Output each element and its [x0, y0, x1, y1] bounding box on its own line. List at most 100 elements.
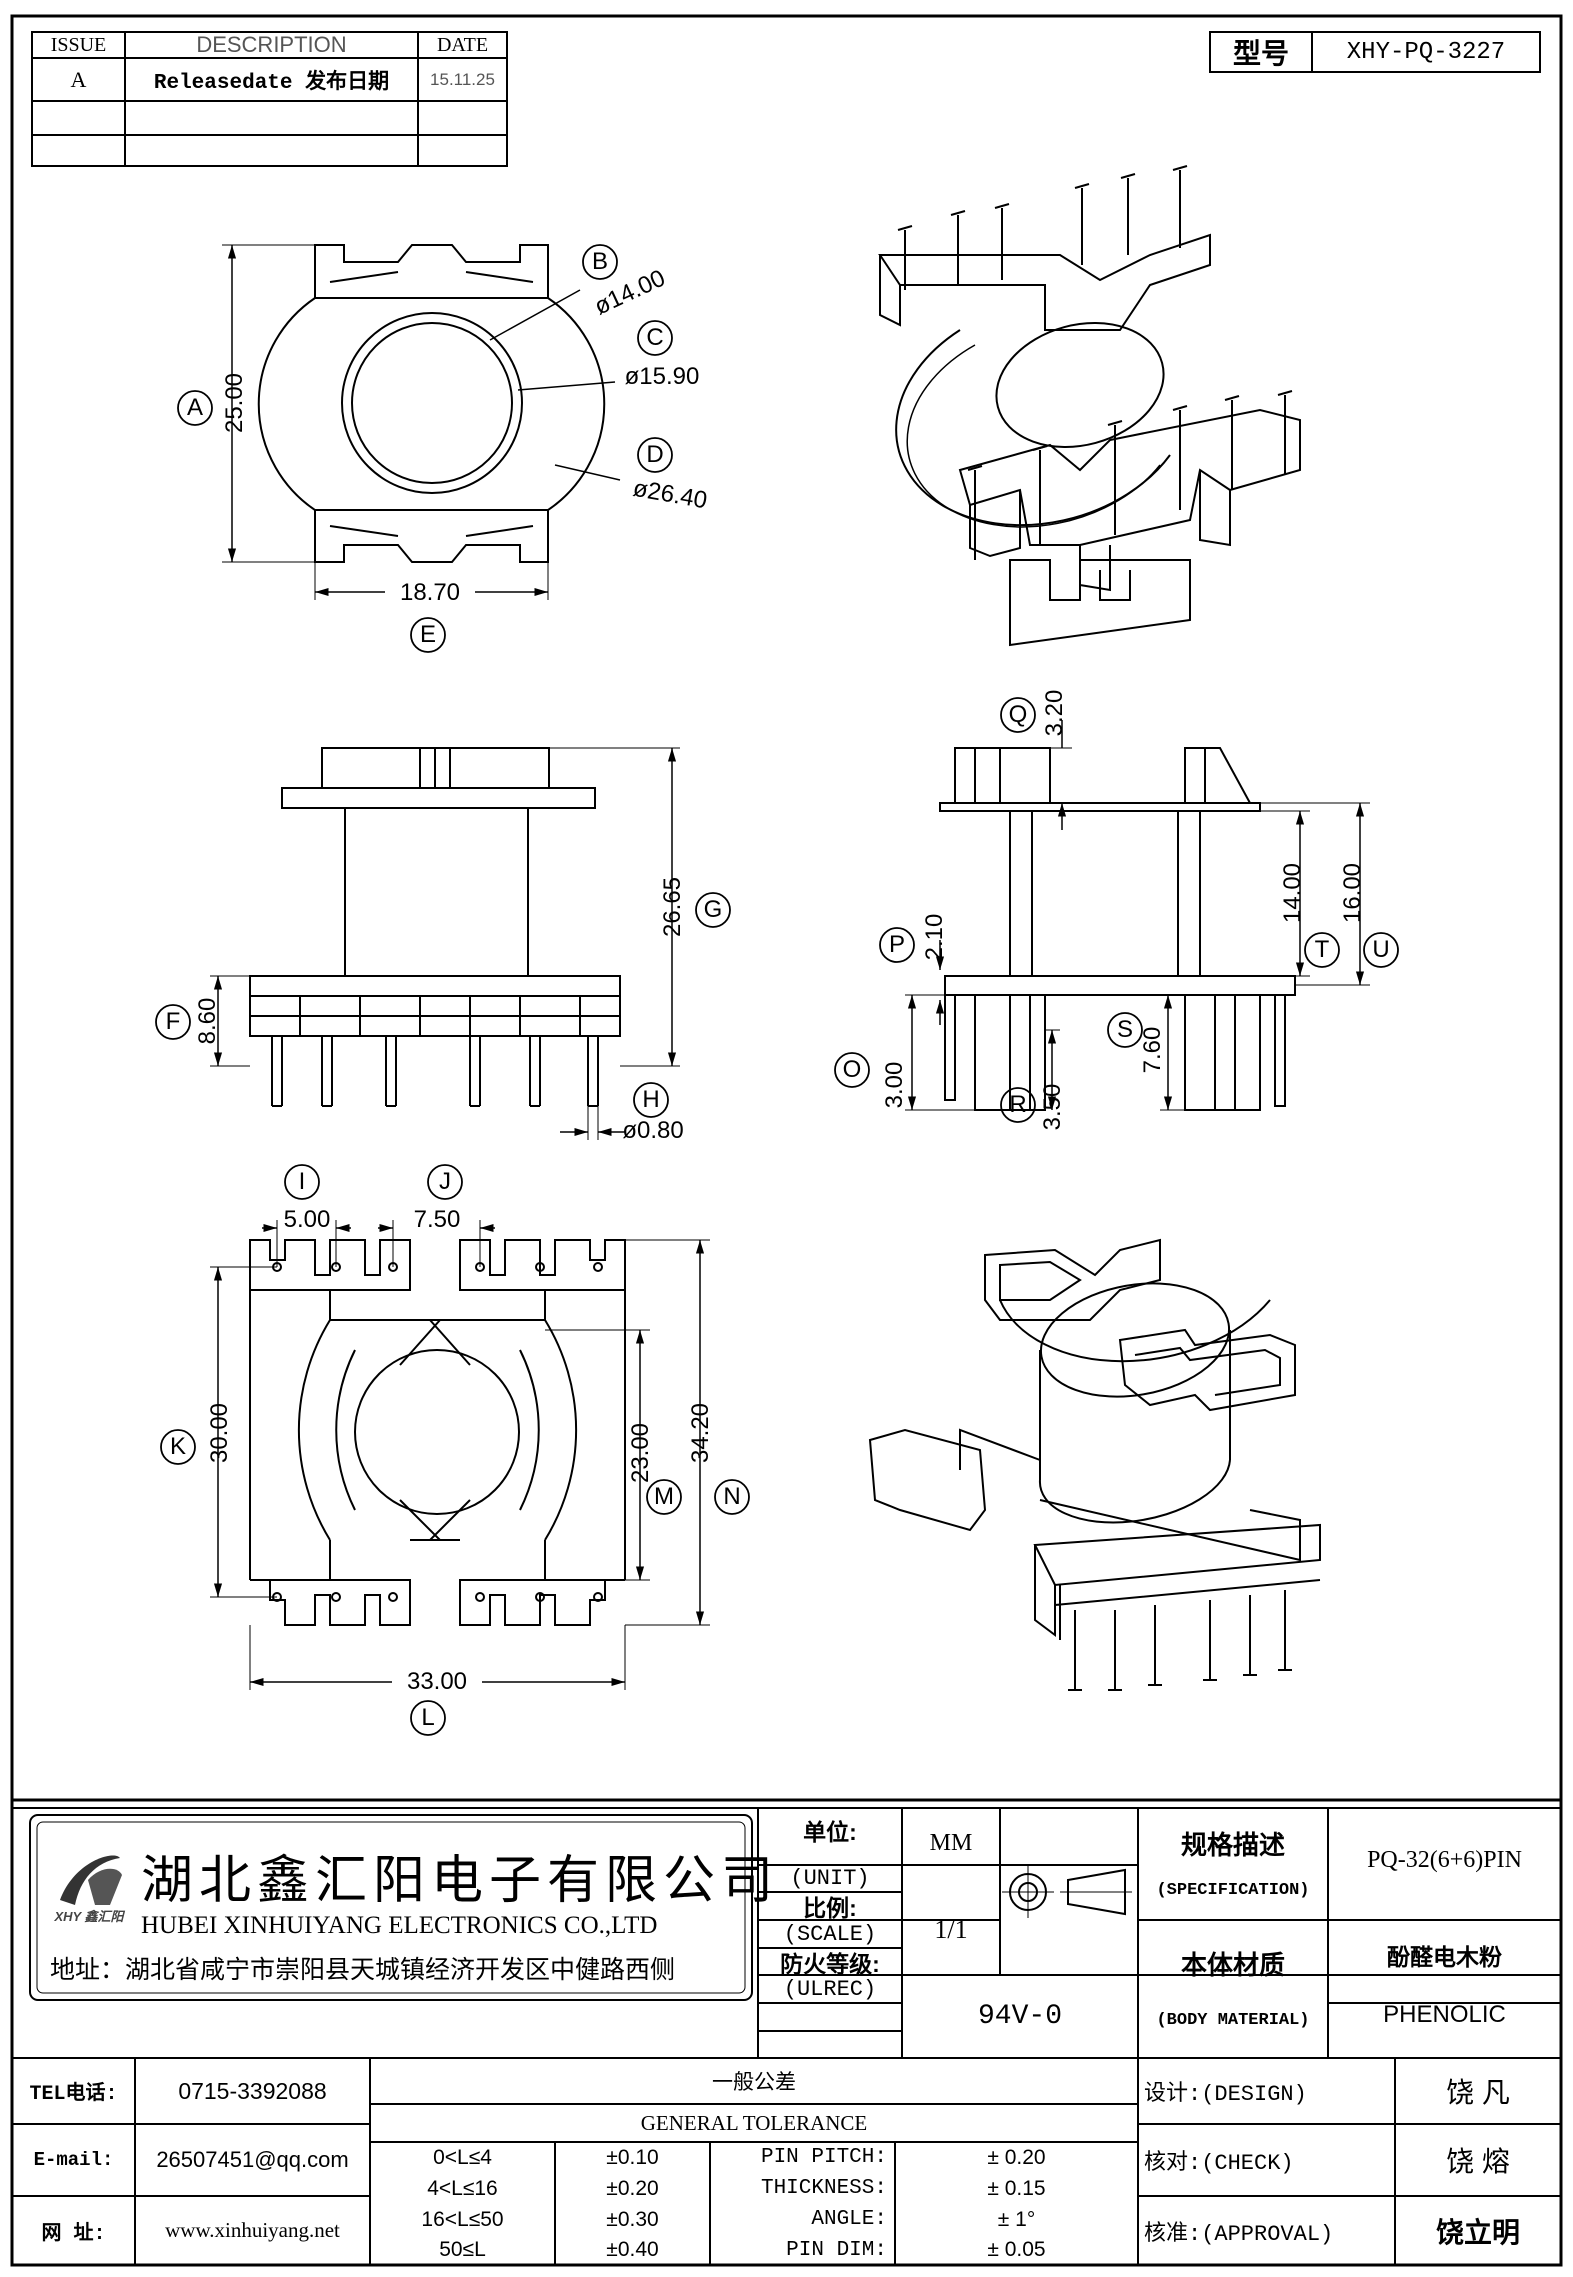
callout-d: D — [646, 441, 664, 468]
callout-h: H — [642, 1086, 660, 1113]
callout-o: O — [842, 1056, 862, 1083]
callout-e: E — [419, 621, 436, 648]
sheet-border — [10, 14, 1563, 2267]
dim-5-00: 5.00 — [283, 1206, 331, 1233]
bottom-view-drawing — [210, 1220, 710, 1690]
dim-15-90: ø15.90 — [624, 363, 700, 390]
dim-26-65: 26.65 — [659, 876, 686, 938]
rev-row-date: 15.11.25 — [430, 69, 495, 89]
approval-label: 核准:(APPROVAL) — [1144, 2221, 1334, 2247]
fire-label-en: (ULREC) — [783, 1976, 877, 2002]
material-label: 本体材质 — [1180, 1949, 1285, 1980]
material-value-en: PHENOLIC — [1383, 2001, 1506, 2028]
unit-label: 单位: — [803, 1818, 857, 1845]
title-block-grid — [12, 1808, 1561, 2265]
callout-j: J — [439, 1168, 451, 1195]
callout-a: A — [186, 394, 203, 421]
callout-circles — [155, 244, 1399, 1736]
scale-label: 比例: — [803, 1895, 857, 1921]
callout-p: P — [888, 931, 905, 958]
callout-l: L — [421, 1704, 435, 1731]
dim-25-00: 25.00 — [221, 372, 248, 434]
tolerance-title-cn: 一般公差 — [712, 2071, 796, 2094]
callout-n: N — [723, 1483, 741, 1510]
tol-value-4: ±0.40 — [606, 2238, 659, 2261]
special-name-4: PIN DIM: — [786, 2238, 887, 2262]
callout-s: S — [1116, 1016, 1133, 1043]
spec-label: 规格描述 — [1180, 1829, 1285, 1860]
design-label: 设计:(DESIGN) — [1144, 2082, 1307, 2107]
tol-range-2: 4<L≤16 — [427, 2176, 498, 2200]
material-label-en: (BODY MATERIAL) — [1156, 2010, 1310, 2030]
company-name-en: HUBEI XINHUIYANG ELECTRONICS CO.,LTD — [141, 1912, 658, 1939]
callout-c: C — [646, 324, 664, 351]
dim-0-80: ø0.80 — [622, 1117, 684, 1144]
callout-f: F — [165, 1008, 181, 1035]
callout-u: U — [1372, 936, 1390, 963]
top-view-drawing — [222, 244, 621, 600]
dim-2-10: 2.10 — [921, 913, 948, 961]
check-name: 饶 熔 — [1446, 2146, 1510, 2177]
rev-row-description: Releasedate 发布日期 — [153, 71, 390, 95]
scale-value: 1/1 — [934, 1915, 968, 1944]
dim-16-00: 16.00 — [1339, 862, 1366, 924]
tel-value: 0715-3392088 — [178, 2077, 327, 2104]
unit-label-en: (UNIT) — [790, 1866, 870, 1891]
dim-33-00: 33.00 — [392, 1667, 482, 1697]
special-name-2: THICKNESS: — [760, 2177, 887, 2200]
web-value: www.xinhuiyang.net — [165, 2218, 340, 2242]
iso-view-bottom-drawing — [868, 1238, 1321, 1691]
callout-k: K — [169, 1433, 186, 1460]
callout-r: R — [1009, 1091, 1027, 1118]
front-view-drawing — [905, 720, 1370, 1111]
material-value-cn: 酚醛电木粉 — [1387, 1944, 1502, 1970]
email-value: 26507451@qq.com — [156, 2147, 349, 2172]
tel-label: TEL电话: — [29, 2083, 118, 2106]
rev-row-issue: A — [70, 66, 87, 92]
tol-value-1: ±0.10 — [606, 2145, 659, 2169]
dim-3-00: 3.00 — [881, 1061, 908, 1109]
model-box-grid — [1209, 31, 1541, 73]
dim-23-00: 23.00 — [627, 1422, 654, 1484]
scale-label-en: (SCALE) — [783, 1921, 877, 1947]
rev-header-description: DESCRIPTION — [196, 32, 347, 57]
iso-view-top-drawing — [878, 165, 1301, 647]
tol-value-3: ±0.30 — [606, 2207, 659, 2231]
model-value: XHY-PQ-3227 — [1346, 38, 1506, 66]
spec-label-en: (SPECIFICATION) — [1156, 1880, 1310, 1900]
special-tol-3: ± 1° — [997, 2207, 1036, 2231]
callout-q: Q — [1008, 701, 1028, 728]
dim-18-70: 18.70 — [385, 578, 475, 608]
dim-3-50: 3.50 — [1039, 1083, 1066, 1131]
dim-30-00: 30.00 — [206, 1402, 233, 1464]
email-label: E-mail: — [33, 2149, 114, 2171]
web-label: 网 址: — [41, 2222, 106, 2246]
fire-value: 94V-0 — [977, 2001, 1062, 2032]
callout-m: M — [654, 1483, 674, 1510]
company-name-cn: 湖北鑫汇阳电子有限公司 — [141, 1852, 780, 1910]
callout-i: I — [298, 1168, 306, 1195]
dim-34-20: 34.20 — [687, 1402, 714, 1464]
tol-range-3: 16<L≤50 — [421, 2207, 504, 2231]
tol-value-2: ±0.20 — [606, 2176, 659, 2200]
design-name: 饶 凡 — [1446, 2077, 1510, 2108]
company-address: 地址：湖北省咸宁市崇阳县天城镇经济开发区中健路西侧 — [50, 1956, 676, 1984]
revision-table-grid — [31, 31, 508, 167]
special-tol-2: ± 0.15 — [987, 2176, 1046, 2200]
model-label: 型号 — [1232, 38, 1289, 69]
check-label: 核对:(CHECK) — [1144, 2151, 1294, 2176]
special-name-3: ANGLE: — [811, 2208, 887, 2231]
dim-8-60: 8.60 — [194, 997, 221, 1045]
callout-b: B — [591, 248, 608, 275]
dim-3-20: 3.20 — [1041, 689, 1068, 737]
special-name-1: PIN PITCH: — [760, 2146, 887, 2169]
rev-header-date: DATE — [436, 33, 489, 56]
dim-7-60: 7.60 — [1139, 1026, 1166, 1074]
approval-name: 饶立明 — [1435, 2216, 1520, 2248]
unit-value: MM — [929, 1829, 973, 1856]
callout-t: T — [1314, 936, 1330, 963]
tol-range-1: 0<L≤4 — [433, 2145, 492, 2169]
spec-value: PQ-32(6+6)PIN — [1367, 1846, 1522, 1873]
